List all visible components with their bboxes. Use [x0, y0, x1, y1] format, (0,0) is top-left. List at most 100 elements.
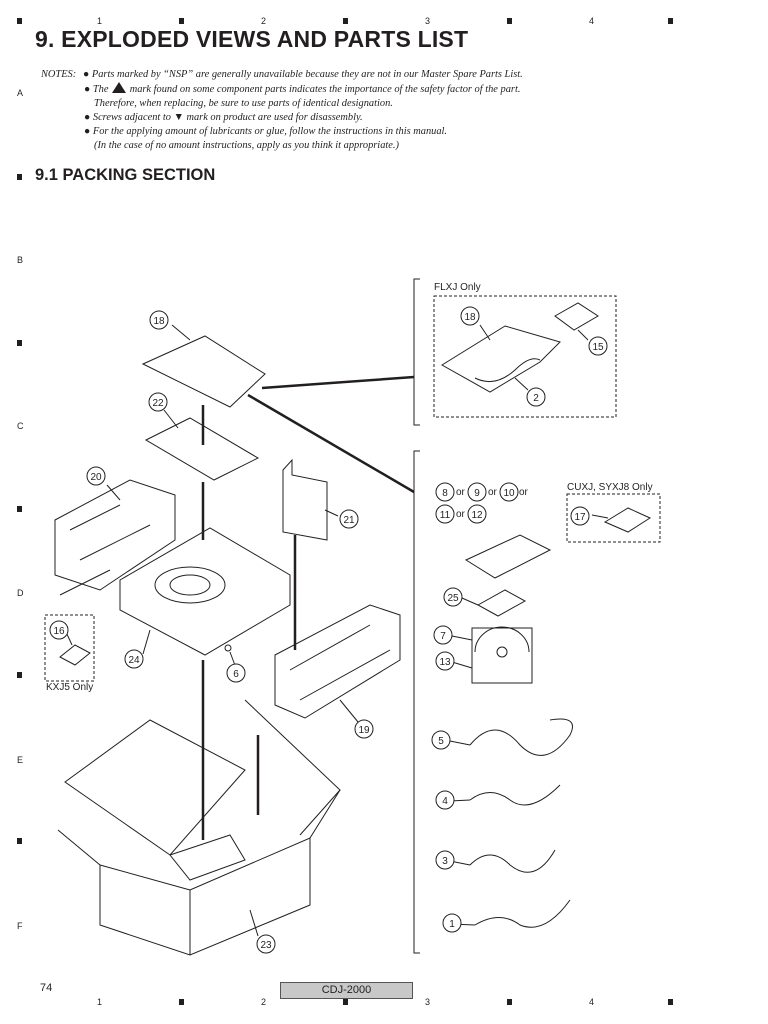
note-line: The	[92, 84, 109, 95]
part-number: 7	[440, 631, 446, 642]
registration-mark	[179, 999, 184, 1005]
or-text: or	[456, 509, 466, 520]
grid-col-2-bottom: 2	[261, 997, 267, 1007]
part-number: 12	[471, 510, 483, 521]
section-title: 9.1 PACKING SECTION	[35, 166, 216, 184]
callout-circle	[526, 387, 546, 407]
callout-circle	[433, 625, 453, 645]
cuxj-sheet	[603, 507, 652, 533]
part-number: 16	[53, 626, 65, 637]
player-24	[119, 527, 291, 656]
part-number: 18	[153, 316, 165, 327]
notes-block: NOTES:● Parts marked by “NSP” are genera…	[41, 69, 523, 151]
note-line: (In the case of no amount instructions, …	[94, 140, 399, 151]
part-number: 21	[343, 515, 355, 526]
model-name: CDJ-2000	[280, 982, 413, 999]
note-line: Therefore, when replacing, be sure to us…	[94, 98, 393, 109]
or-text: or	[456, 487, 466, 498]
foam-20	[54, 479, 176, 591]
flxj-cord	[474, 358, 541, 383]
grid-col-4: 4	[589, 16, 595, 26]
callout-circle	[442, 913, 462, 933]
kxj5-box	[44, 614, 95, 682]
part-number: 23	[260, 940, 272, 951]
callout-circle	[256, 934, 276, 954]
foam-19	[274, 604, 401, 719]
grid-col-3-bottom: 3	[425, 997, 431, 1007]
kxj5-only-label: KXJ5 Only	[46, 682, 94, 693]
flxj-box	[433, 295, 617, 418]
grid-row-c: C	[17, 421, 24, 431]
grid-col-4-bottom: 4	[589, 997, 595, 1007]
manual-set	[464, 534, 552, 579]
grid-row-e: E	[17, 755, 24, 765]
registration-mark	[507, 18, 512, 24]
callout-circle	[588, 336, 608, 356]
cable-5	[469, 718, 573, 756]
grid-col-3: 3	[425, 16, 431, 26]
registration-mark	[668, 999, 673, 1005]
callout-circle	[435, 651, 455, 671]
flxj-sheet	[554, 302, 599, 331]
part-number: 22	[152, 398, 164, 409]
bag-18	[141, 335, 266, 408]
callout-circle	[354, 719, 374, 739]
or-text: or	[519, 487, 529, 498]
box-23	[99, 837, 311, 956]
callout-circle	[339, 509, 359, 529]
callout-circle	[435, 850, 455, 870]
part-number: 20	[90, 472, 102, 483]
registration-mark	[343, 999, 348, 1005]
flxj-bracket	[413, 278, 420, 426]
kxj5-sheet	[59, 644, 91, 666]
flxj-only-label: FLXJ Only	[434, 282, 481, 293]
flxj-bag	[441, 325, 561, 393]
callout-circle	[435, 504, 455, 524]
grid-col-2: 2	[261, 16, 267, 26]
cable-3	[469, 849, 556, 873]
callout-circle	[467, 482, 487, 502]
registration-mark	[507, 999, 512, 1005]
page-number: 74	[40, 982, 53, 994]
part-number: 1	[449, 919, 455, 930]
manual-21	[282, 458, 328, 541]
note-line: Parts marked by “NSP” are generally unav…	[91, 69, 523, 80]
registration-mark	[17, 672, 22, 678]
jog-wheel	[154, 566, 226, 604]
warning-triangle-icon	[112, 82, 127, 93]
registration-mark	[17, 838, 22, 844]
note-line: mark found on some component parts indic…	[129, 84, 521, 95]
grid-row-d: D	[17, 588, 24, 598]
callout-circle	[443, 587, 463, 607]
accessory-bracket	[413, 450, 420, 954]
grid-col-1-bottom: 1	[97, 997, 103, 1007]
part-number: 24	[128, 655, 140, 666]
registration-mark	[343, 18, 348, 24]
callout-circle	[86, 466, 106, 486]
screw-6	[224, 644, 232, 652]
registration-mark	[17, 18, 22, 24]
part-number: 13	[439, 657, 451, 668]
callout-circle	[49, 620, 69, 640]
grid-col-1: 1	[97, 16, 103, 26]
part-number: 4	[442, 796, 448, 807]
cable-1	[474, 899, 571, 928]
cuxj-box	[566, 493, 661, 543]
part-number: 18	[464, 312, 476, 323]
callout-circle	[570, 506, 590, 526]
callout-circle	[148, 392, 168, 412]
registration-mark	[668, 18, 673, 24]
callout-circle	[435, 790, 455, 810]
note-line: Screws adjacent to ▼ mark on product are…	[92, 112, 363, 123]
cuxj-only-label: CUXJ, SYXJ8 Only	[567, 482, 653, 493]
notes-label: NOTES:	[41, 69, 77, 80]
page-title: 9. EXPLODED VIEWS AND PARTS LIST	[35, 26, 469, 52]
registration-mark	[17, 340, 22, 346]
part-number: 19	[358, 725, 370, 736]
or-text: or	[488, 487, 498, 498]
part-number: 11	[440, 510, 451, 521]
callout-circle	[226, 663, 246, 683]
registration-mark	[179, 18, 184, 24]
part-number: 10	[503, 488, 515, 499]
